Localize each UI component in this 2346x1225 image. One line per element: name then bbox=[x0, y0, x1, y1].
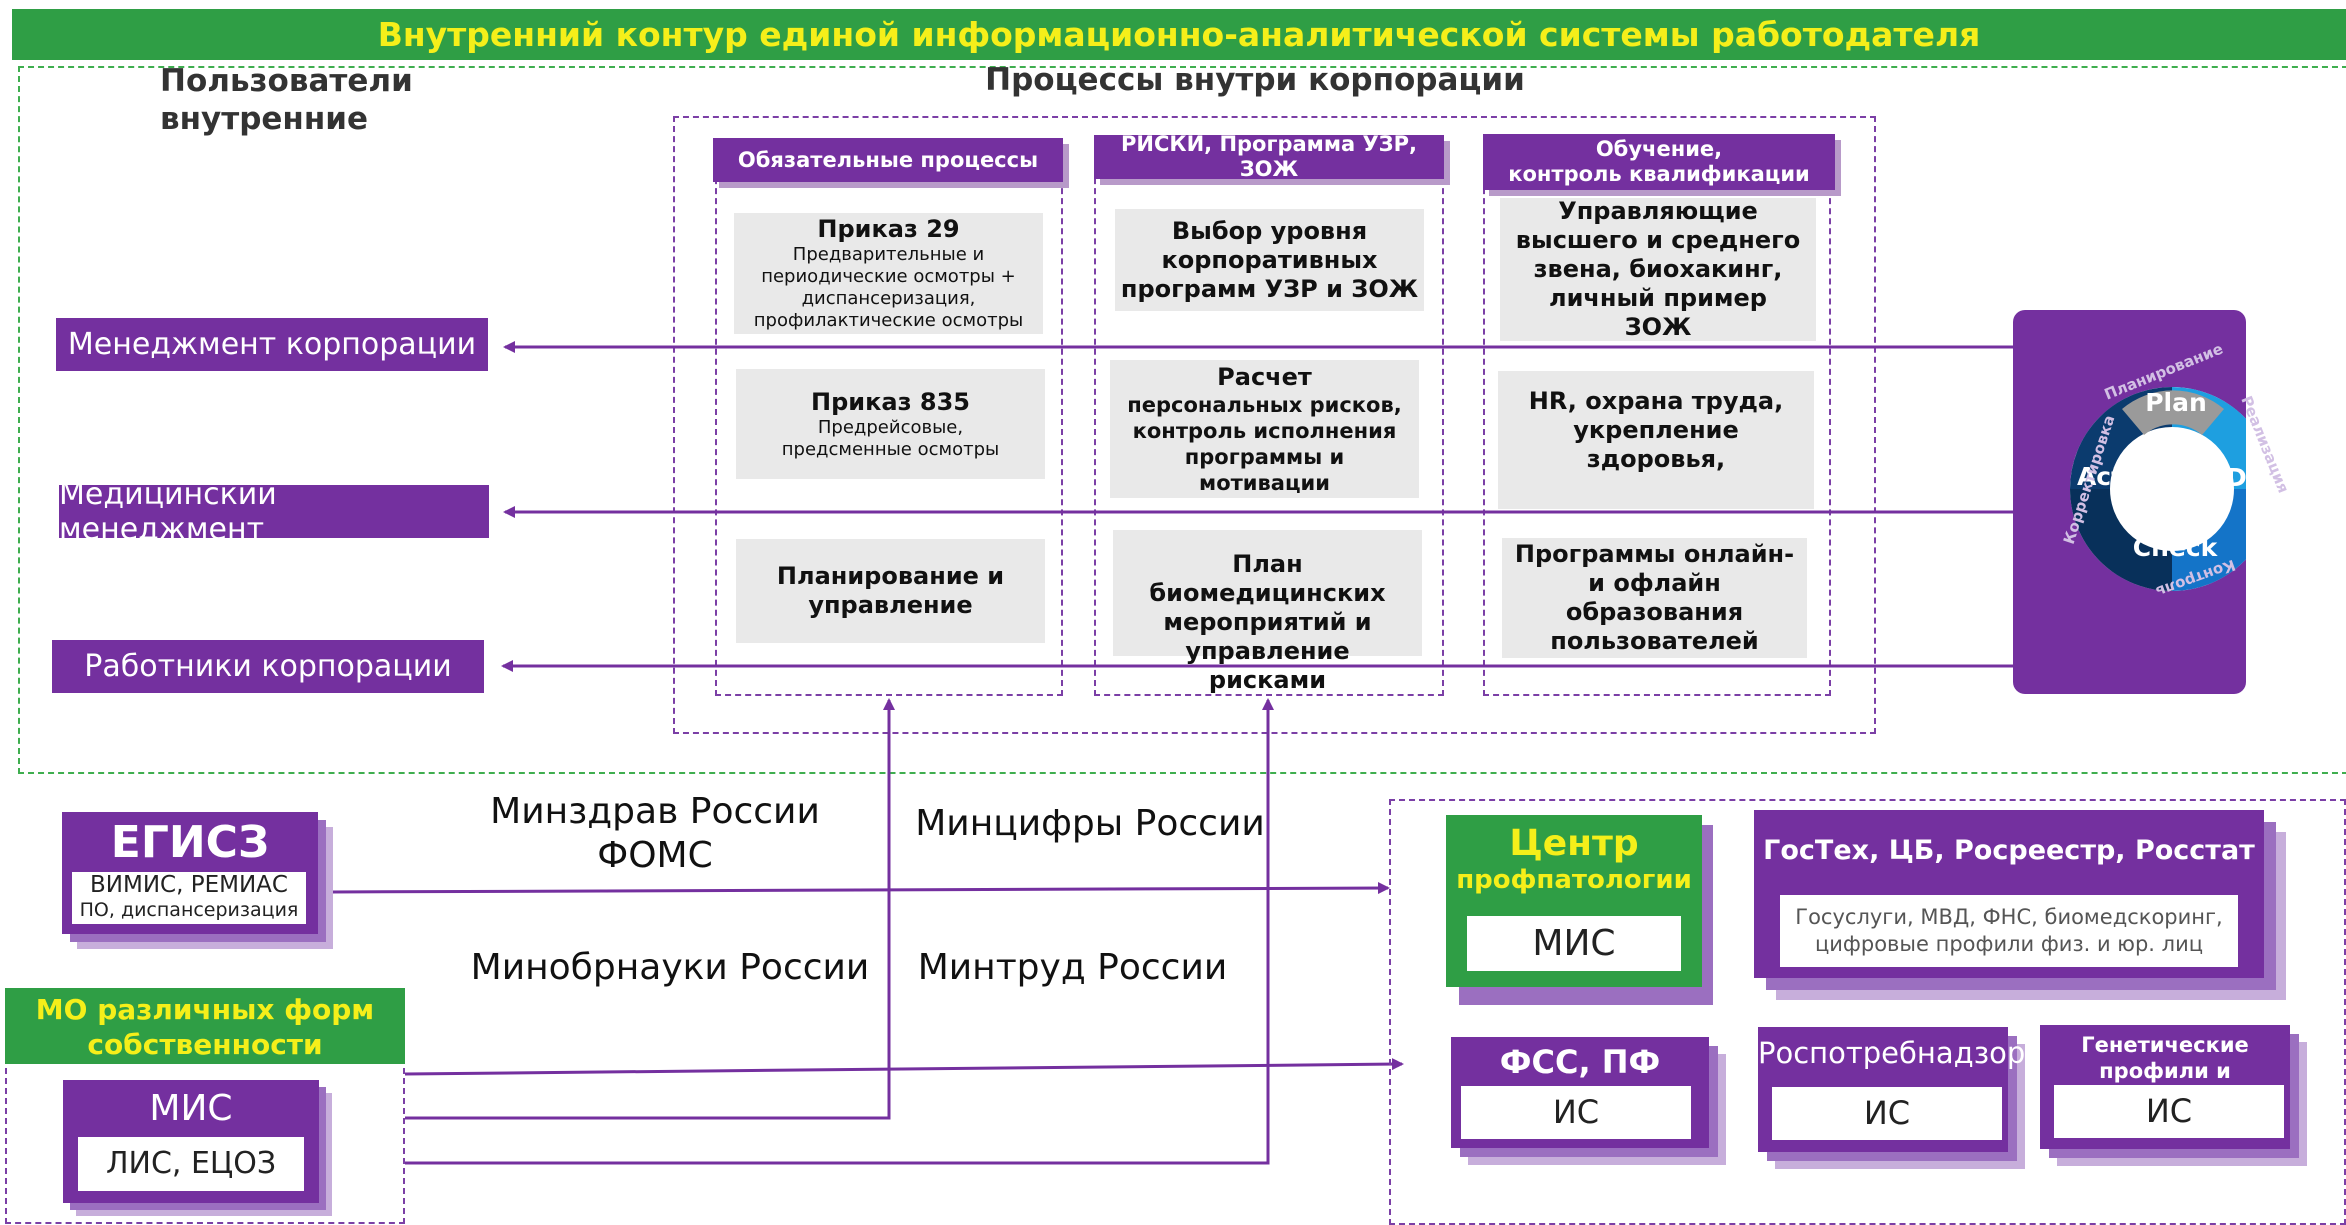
process-card: Приказ 835 Предрейсовые, предсменные осм… bbox=[736, 369, 1045, 479]
process-card-title: Приказ 29 bbox=[817, 215, 960, 243]
process-card-subtitle: Предрейсовые, предсменные осмотры bbox=[781, 416, 1000, 460]
user-workers: Работники корпорации bbox=[52, 640, 484, 693]
egisz-systems: ВИМИС, РЕМИАС ПО, диспансеризация bbox=[72, 872, 306, 924]
gostech-title: ГосТех, ЦБ, Росреестр, Росстат bbox=[1763, 835, 2255, 866]
external-systems-frame bbox=[1389, 799, 2346, 1225]
user-label: Медицинский менеджмент bbox=[59, 476, 277, 547]
mo-mis-box: МИС ЛИС, ЕЦОЗ bbox=[63, 1080, 319, 1203]
process-card-title: Приказ 835 bbox=[811, 387, 970, 416]
column-header-mandatory: Обязательные процессы bbox=[713, 138, 1063, 182]
column-header-training: Обучение, контроль квалификации bbox=[1483, 134, 1835, 190]
page-title: Внутренний контур единой информационно-а… bbox=[12, 9, 2346, 60]
process-card-subtitle: Предварительные и периодические осмотры … bbox=[753, 244, 1024, 331]
process-card: Программы онлайн- и офлайн образования п… bbox=[1502, 538, 1807, 658]
pdca-plan-segment bbox=[2122, 390, 2224, 436]
process-card: Выбор уровня корпоративных программ УЗР … bbox=[1115, 209, 1424, 311]
column-header-label: Обучение, контроль квалификации bbox=[1508, 137, 1810, 186]
center-title: Центр bbox=[1509, 823, 1639, 864]
regulator-minzdrav: Минздрав России ФОМС bbox=[490, 791, 820, 876]
process-card-title: HR, охрана труда, укрепление здоровья, bbox=[1528, 387, 1784, 473]
column-header-label: РИСКИ, Программа УЗР, ЗОЖ bbox=[1121, 132, 1417, 181]
process-card: Управляющие высшего и среднего звена, би… bbox=[1500, 197, 1816, 341]
mo-mis-title: МИС bbox=[149, 1088, 233, 1129]
egisz-line2: ПО, диспансеризация bbox=[79, 899, 299, 921]
process-card: План биомедицинских мероприятий и управл… bbox=[1113, 530, 1422, 694]
genetic-is-label: ИС bbox=[2054, 1085, 2284, 1138]
rospotrebnadzor-title: Роспотребнадзор bbox=[1758, 1036, 2026, 1070]
egisz-title: ЕГИСЗ bbox=[110, 817, 270, 868]
egisz-line1: ВИМИС, РЕМИАС bbox=[90, 872, 288, 898]
rospotrebnadzor-is-label: ИС bbox=[1772, 1087, 2002, 1140]
genetic-profiles-box: Генетические профили и паспорта ИС bbox=[2040, 1025, 2290, 1149]
mo-lis-label: ЛИС, ЕЦОЗ bbox=[78, 1137, 304, 1191]
process-card-title: Расчет bbox=[1217, 362, 1312, 391]
user-medical: Медицинский менеджмент bbox=[59, 477, 489, 547]
regulator-mintrud: Минтруд России bbox=[917, 947, 1228, 988]
fss-is-label: ИС bbox=[1461, 1086, 1691, 1139]
arrow-egisz-external bbox=[329, 882, 1390, 895]
users-heading: Пользователи внутренние bbox=[160, 63, 413, 137]
process-card-title: Планирование и управление bbox=[776, 562, 1005, 619]
user-label: Менеджмент корпорации bbox=[67, 327, 477, 362]
user-management: Менеджмент корпорации bbox=[56, 318, 488, 371]
regulator-mintsifry: Минцифры России bbox=[915, 803, 1265, 844]
process-card-subtitle: персональных рисков, контроль исполнения… bbox=[1127, 392, 1402, 495]
process-card-title: Выбор уровня корпоративных программ УЗР … bbox=[1120, 216, 1419, 303]
fss-box: ФСС, ПФ ИС bbox=[1451, 1037, 1709, 1148]
gostech-box: ГосТех, ЦБ, Росреестр, Росстат Госуслуги… bbox=[1754, 810, 2264, 978]
process-card-title: План биомедицинских мероприятий и управл… bbox=[1149, 550, 1386, 694]
user-label: Работники корпорации bbox=[84, 649, 452, 684]
center-mis-label: МИС bbox=[1467, 916, 1681, 971]
process-card: Расчет персональных рисков, контроль исп… bbox=[1110, 360, 1419, 498]
process-card: Планирование и управление bbox=[736, 539, 1045, 643]
process-card: HR, охрана труда, укрепление здоровья, bbox=[1498, 371, 1814, 509]
arrow-mo-risks bbox=[405, 698, 1274, 1165]
inner-contour-frame bbox=[18, 66, 2346, 774]
egisz-box: ЕГИСЗ ВИМИС, РЕМИАС ПО, диспансеризация bbox=[62, 812, 318, 934]
gostech-subtitle: Госуслуги, МВД, ФНС, биомедскоринг, цифр… bbox=[1780, 895, 2238, 967]
pdca-plan-label: Plan bbox=[2145, 388, 2207, 417]
pdca-do-label: Do bbox=[2226, 463, 2264, 492]
rospotrebnadzor-box: Роспотребнадзор ИС bbox=[1758, 1027, 2026, 1152]
processes-frame bbox=[673, 116, 1876, 734]
center-subtitle: профпатологии bbox=[1456, 865, 1692, 895]
column-header-label: Обязательные процессы bbox=[737, 147, 1039, 172]
fss-title: ФСС, ПФ bbox=[1499, 1043, 1661, 1081]
center-profpathology-box: Центр профпатологии МИС bbox=[1446, 815, 1702, 987]
pdca-cycle-diagram bbox=[2070, 387, 2246, 591]
process-card-title: Управляющие высшего и среднего звена, би… bbox=[1515, 197, 1801, 341]
pdca-act-label: Act bbox=[2076, 462, 2124, 491]
regulator-minobrnauki: Минобрнауки России bbox=[470, 947, 870, 988]
pdca-check-segment bbox=[2171, 488, 2246, 591]
mo-header: МО различных форм собственности bbox=[5, 988, 405, 1064]
process-card-title: Программы онлайн- и офлайн образования п… bbox=[1514, 540, 1795, 655]
processes-heading: Процессы внутри корпорации bbox=[985, 62, 1525, 98]
pdca-check-label: Check bbox=[2132, 533, 2218, 562]
column-header-risks: РИСКИ, Программа УЗР, ЗОЖ bbox=[1094, 132, 1444, 181]
arrow-mo-mandatory bbox=[405, 698, 895, 1120]
process-card: Приказ 29 Предварительные и периодически… bbox=[734, 213, 1043, 334]
arrow-mo-external bbox=[404, 1058, 1404, 1076]
